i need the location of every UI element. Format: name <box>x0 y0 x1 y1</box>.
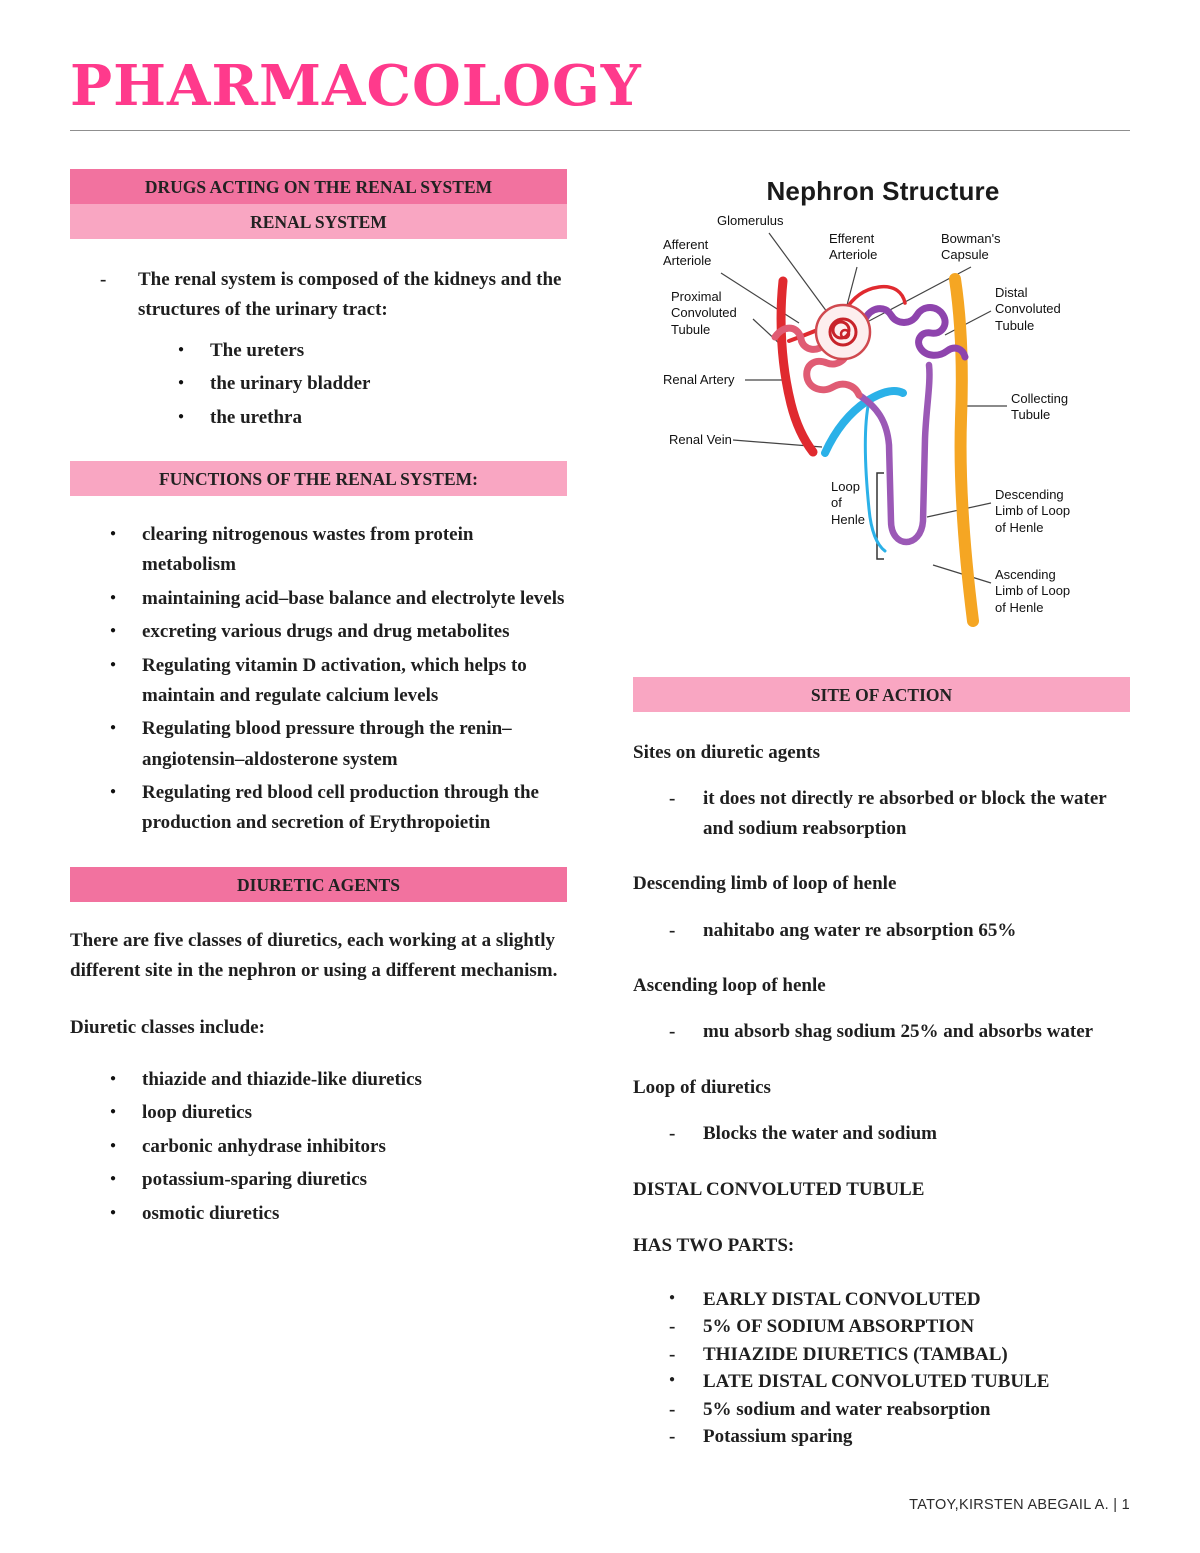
list-item: the urethra <box>178 403 567 433</box>
distal-convoluted-tubule-title: DISTAL CONVOLUTED TUBULE <box>633 1178 925 1200</box>
page-title: PHARMACOLOGY <box>70 53 642 119</box>
header-functions: FUNCTIONS OF THE RENAL SYSTEM: <box>70 460 567 496</box>
list-item: the urinary bladder <box>178 369 567 399</box>
distal-tubule-path <box>861 304 969 361</box>
list-item: maintaining acid–base balance and electr… <box>110 584 567 614</box>
nephron-diagram: Nephron Structure Glomerulus Afferent Ar… <box>633 169 1133 637</box>
nephron-illustration <box>720 232 1007 627</box>
site-section-heading: Sites on diuretic agents <box>633 742 821 763</box>
header-renal-system: RENAL SYSTEM <box>70 204 567 239</box>
site-section-heading: Loop of diuretics <box>633 1076 771 1098</box>
diagram-label-renal-artery: Renal Artery <box>663 372 735 387</box>
site-section-item: nahitabo ang water re absorption 65% <box>669 916 1130 945</box>
site-item-text: Blocks the water and sodium <box>703 1123 938 1145</box>
site-item-text: mu absorb shag sodium 25% and absorbs wa… <box>703 1021 1094 1043</box>
list-item: Regulating blood pressure through the re… <box>110 714 567 775</box>
diagram-label-bowmans-capsule: Bowman's Capsule <box>941 231 1001 263</box>
has-two-parts-title: HAS TWO PARTS: <box>633 1235 795 1257</box>
list-item: 5% OF SODIUM ABSORPTION <box>669 1313 1130 1341</box>
list-item: EARLY DISTAL CONVOLUTED <box>669 1286 1130 1314</box>
list-item: clearing nitrogenous wastes from protein… <box>110 520 567 581</box>
list-item: osmotic diuretics <box>110 1199 567 1229</box>
functions-list: clearing nitrogenous wastes from protein… <box>110 520 567 839</box>
right-column: Nephron Structure Glomerulus Afferent Ar… <box>633 169 1130 1451</box>
list-item: THIAZIDE DIURETICS (TAMBAL) <box>669 1341 1130 1369</box>
site-item-text: it does not directly re absorbed or bloc… <box>703 788 1107 839</box>
list-item: carbonic anhydrase inhibitors <box>110 1132 567 1162</box>
loop-of-henle-bracket <box>876 472 884 560</box>
left-column: DRUGS ACTING ON THE RENAL SYSTEM RENAL S… <box>70 169 567 1451</box>
diagram-label-distal-convoluted-tubule: Distal Convoluted Tubule <box>995 285 1061 333</box>
paragraph-text: There are <box>70 929 154 951</box>
diuretic-classes-label: Diuretic classes include: <box>70 1016 265 1038</box>
site-item-text: nahitabo ang water re absorption 65% <box>703 919 1017 941</box>
diagram-label-ascending-limb: Ascending Limb of Loop of Henle <box>995 567 1071 615</box>
header-site-of-action: SITE OF ACTION <box>633 677 1130 712</box>
header-diuretic-agents: DIURETIC AGENTS <box>70 866 567 902</box>
header-drugs-acting: DRUGS ACTING ON THE RENAL SYSTEM <box>70 169 567 204</box>
site-section-item: mu absorb shag sodium 25% and absorbs wa… <box>669 1017 1130 1046</box>
diagram-label-afferent-arteriole: Afferent Arteriole <box>663 237 712 269</box>
renal-intro-paragraph: The renal system is composed of the kidn… <box>100 265 567 326</box>
diagram-label-collecting-tubule: Collecting Tubule <box>1011 391 1069 423</box>
two-column-layout: DRUGS ACTING ON THE RENAL SYSTEM RENAL S… <box>70 169 1130 1451</box>
list-item: loop diuretics <box>110 1098 567 1128</box>
diagram-label-renal-vein: Renal Vein <box>669 432 732 447</box>
diagram-title: Nephron Structure <box>766 176 1000 206</box>
diagram-label-proximal-convoluted-tubule: Proximal Convoluted Tubule <box>671 289 737 337</box>
efferent-arteriole-vessel <box>843 284 907 313</box>
renal-intro-text: The renal system is composed of the kidn… <box>138 269 562 321</box>
list-item: 5% sodium and water reabsorption <box>669 1396 1130 1424</box>
title-divider <box>70 130 1130 131</box>
diagram-label-loop-of-henle: Loop of Henle <box>831 479 865 527</box>
list-item: Potassium sparing <box>669 1423 1130 1451</box>
loop-of-henle-path <box>855 361 933 546</box>
glomerulus-coil <box>828 317 858 347</box>
bowmans-capsule-circle <box>814 303 872 361</box>
paragraph-bold-phrase: five classes of diuretics <box>153 929 338 951</box>
list-item: The ureters <box>178 336 567 366</box>
page-footer: TATOY,KIRSTEN ABEGAIL A. | 1 <box>909 1497 1130 1513</box>
site-section-heading: Ascending loop of henle <box>633 975 826 997</box>
peritubular-capillary <box>863 399 887 553</box>
list-item: Regulating vitamin D activation, which h… <box>110 651 567 712</box>
list-item: Regulating red blood cell production thr… <box>110 778 567 839</box>
diagram-label-descending-limb: Descending Limb of Loop of Henle <box>995 487 1071 535</box>
list-item: potassium-sparing diuretics <box>110 1165 567 1195</box>
diagram-label-efferent-arteriole: Efferent Arteriole <box>829 231 878 263</box>
site-section-item: Blocks the water and sodium <box>669 1119 1130 1148</box>
list-item: thiazide and thiazide-like diuretics <box>110 1065 567 1095</box>
proximal-tubule-path <box>771 324 863 399</box>
renal-artery-vessel <box>776 276 818 457</box>
list-item: excreting various drugs and drug metabol… <box>110 617 567 647</box>
collecting-tubule-path <box>949 273 979 627</box>
distal-parts-list: EARLY DISTAL CONVOLUTED 5% OF SODIUM ABS… <box>669 1286 1130 1451</box>
diuretic-classes-list: thiazide and thiazide-like diuretics loo… <box>110 1065 567 1229</box>
site-section-heading: Descending limb of loop of henle <box>633 873 897 895</box>
diuretics-paragraph: There are five classes of diuretics, eac… <box>70 926 567 987</box>
renal-system-header: DRUGS ACTING ON THE RENAL SYSTEM RENAL S… <box>70 169 567 239</box>
site-section-item: it does not directly re absorbed or bloc… <box>669 784 1130 843</box>
urinary-tract-list: The ureters the urinary bladder the uret… <box>178 336 567 433</box>
list-item: LATE DISTAL CONVOLUTED TUBULE <box>669 1368 1130 1396</box>
paragraph-text: , each working at a slightly different s… <box>70 929 558 982</box>
diagram-label-glomerulus: Glomerulus <box>717 213 784 228</box>
